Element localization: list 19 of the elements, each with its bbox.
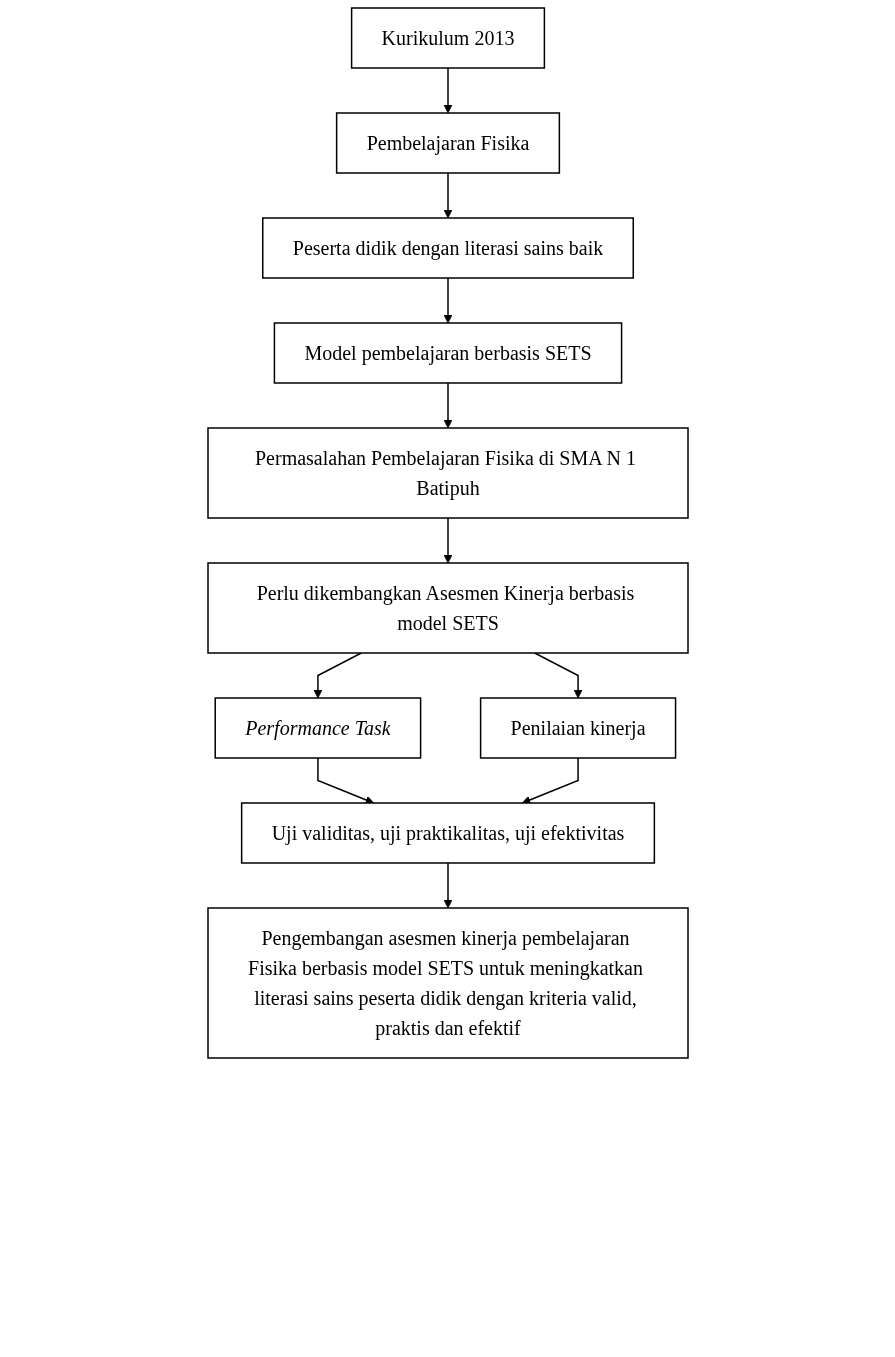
arrow (443, 517, 452, 564)
arrow (443, 862, 452, 909)
arrow (316, 757, 374, 805)
node-box (206, 907, 689, 1059)
node-box (273, 322, 622, 384)
arrow (313, 652, 362, 699)
arrow (443, 277, 452, 324)
node-box (206, 562, 689, 654)
node-box (214, 697, 421, 759)
node-box (261, 217, 634, 279)
arrow (521, 757, 579, 805)
arrow (443, 172, 452, 219)
arrow (443, 382, 452, 429)
node-box (335, 112, 560, 174)
node-box (240, 802, 655, 864)
node-box (350, 7, 545, 69)
arrow (443, 67, 452, 114)
node-box (479, 697, 676, 759)
node-box (206, 427, 689, 519)
